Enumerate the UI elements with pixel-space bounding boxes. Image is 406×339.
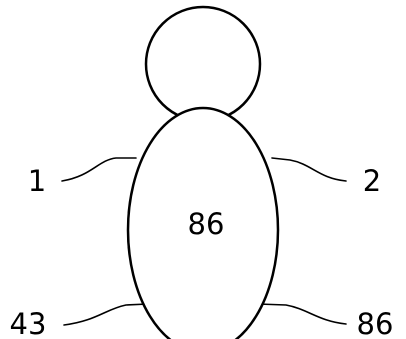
bottom-right-label: 86 [357,307,394,339]
lower-right-limb [258,304,346,324]
top-right-label: 2 [363,164,381,198]
upper-right-limb [272,158,346,181]
top-left-label: 1 [28,164,46,198]
upper-left-limb [62,158,136,181]
lower-left-limb [64,304,148,325]
bottom-left-label: 43 [10,307,47,339]
body-value: 86 [188,207,225,241]
head-circle [146,7,260,121]
